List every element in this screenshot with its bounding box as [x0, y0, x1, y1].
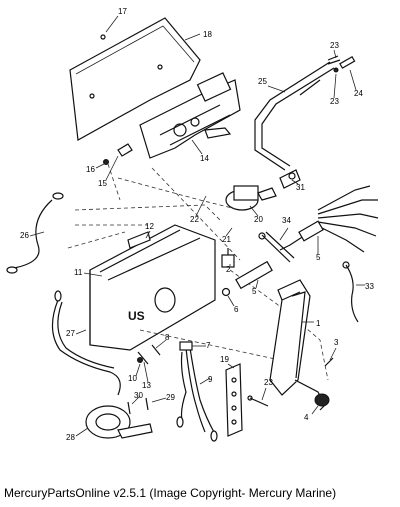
callout-20: 23 — [264, 378, 273, 387]
horn-harness — [51, 290, 121, 396]
callout-6: 6 — [234, 305, 239, 314]
parts-exploded-diagram: US — [6, 7, 379, 442]
screw-20 — [247, 395, 269, 407]
callout-31: 30 — [134, 391, 143, 400]
callout-4: 4 — [304, 413, 309, 422]
callout-24: 23 — [330, 41, 339, 50]
screw-6 — [221, 287, 231, 297]
wiring-harness — [279, 185, 379, 253]
callout-5-upper: 5 — [316, 253, 321, 262]
callout-14: 14 — [200, 154, 209, 163]
callout-17: 17 — [118, 7, 127, 16]
lanyard-cable — [6, 192, 64, 274]
throttle-cable — [254, 61, 335, 171]
assembly-lines — [67, 163, 329, 381]
callout-33: 33 — [365, 282, 374, 291]
callout-1: 1 — [316, 319, 321, 328]
callout-13: 12 — [145, 222, 154, 231]
housing-logo: US — [128, 309, 145, 323]
callout-15: 15 — [98, 179, 107, 188]
ignition-switch — [225, 185, 277, 211]
short-harness — [258, 231, 295, 263]
callout-22: 21 — [222, 235, 231, 244]
bolts-15-16 — [103, 143, 133, 165]
control-handle — [269, 279, 326, 411]
callout-32: 31 — [296, 183, 305, 192]
callout-3: 3 — [334, 338, 339, 347]
mounting-plate — [69, 17, 201, 141]
callout-23-lower: 22 — [190, 215, 199, 224]
callout-25: 24 — [354, 89, 363, 98]
callout-labels: 17 18 23 25 23 24 14 16 15 31 22 20 34 1… — [20, 7, 374, 442]
control-housing: US — [89, 224, 216, 351]
callout-9: 8 — [165, 333, 170, 342]
callout-10: 13 — [142, 381, 151, 390]
handle-knob — [314, 393, 330, 407]
callout-21: 20 — [254, 215, 263, 224]
callout-12: 11 — [74, 268, 83, 277]
callout-19: 19 — [220, 355, 229, 364]
callout-16: 16 — [86, 165, 95, 174]
terminal-block — [225, 363, 243, 437]
callout-23-upper: 23 — [330, 97, 339, 106]
callout-28: 27 — [66, 329, 75, 338]
callout-30: 29 — [166, 393, 175, 402]
warning-horn — [85, 405, 153, 439]
neutral-switch — [221, 248, 235, 268]
harness-33 — [342, 261, 359, 323]
callout-8: 9 — [208, 375, 213, 384]
callout-26: 25 — [258, 77, 267, 86]
callout-18: 18 — [203, 30, 212, 39]
callout-leaders — [29, 15, 365, 437]
bracket — [127, 231, 151, 249]
cable-pins — [327, 55, 356, 73]
callout-2: 2 — [226, 265, 231, 274]
horn-screws — [127, 397, 149, 415]
trim-harness — [176, 341, 218, 442]
callout-29: 28 — [66, 433, 75, 442]
spring-pin — [324, 357, 334, 367]
callout-34: 34 — [282, 216, 291, 225]
control-mechanism — [139, 72, 241, 159]
sleeve — [235, 260, 273, 290]
image-caption: MercuryPartsOnline v2.5.1 (Image Copyrig… — [4, 486, 337, 500]
callout-5-lower: 5 — [252, 287, 257, 296]
callout-11: 10 — [128, 374, 137, 383]
housing-screws — [137, 344, 161, 365]
ignition-key — [279, 169, 301, 189]
callout-7: 7 — [206, 341, 211, 350]
callout-27: 26 — [20, 231, 29, 240]
